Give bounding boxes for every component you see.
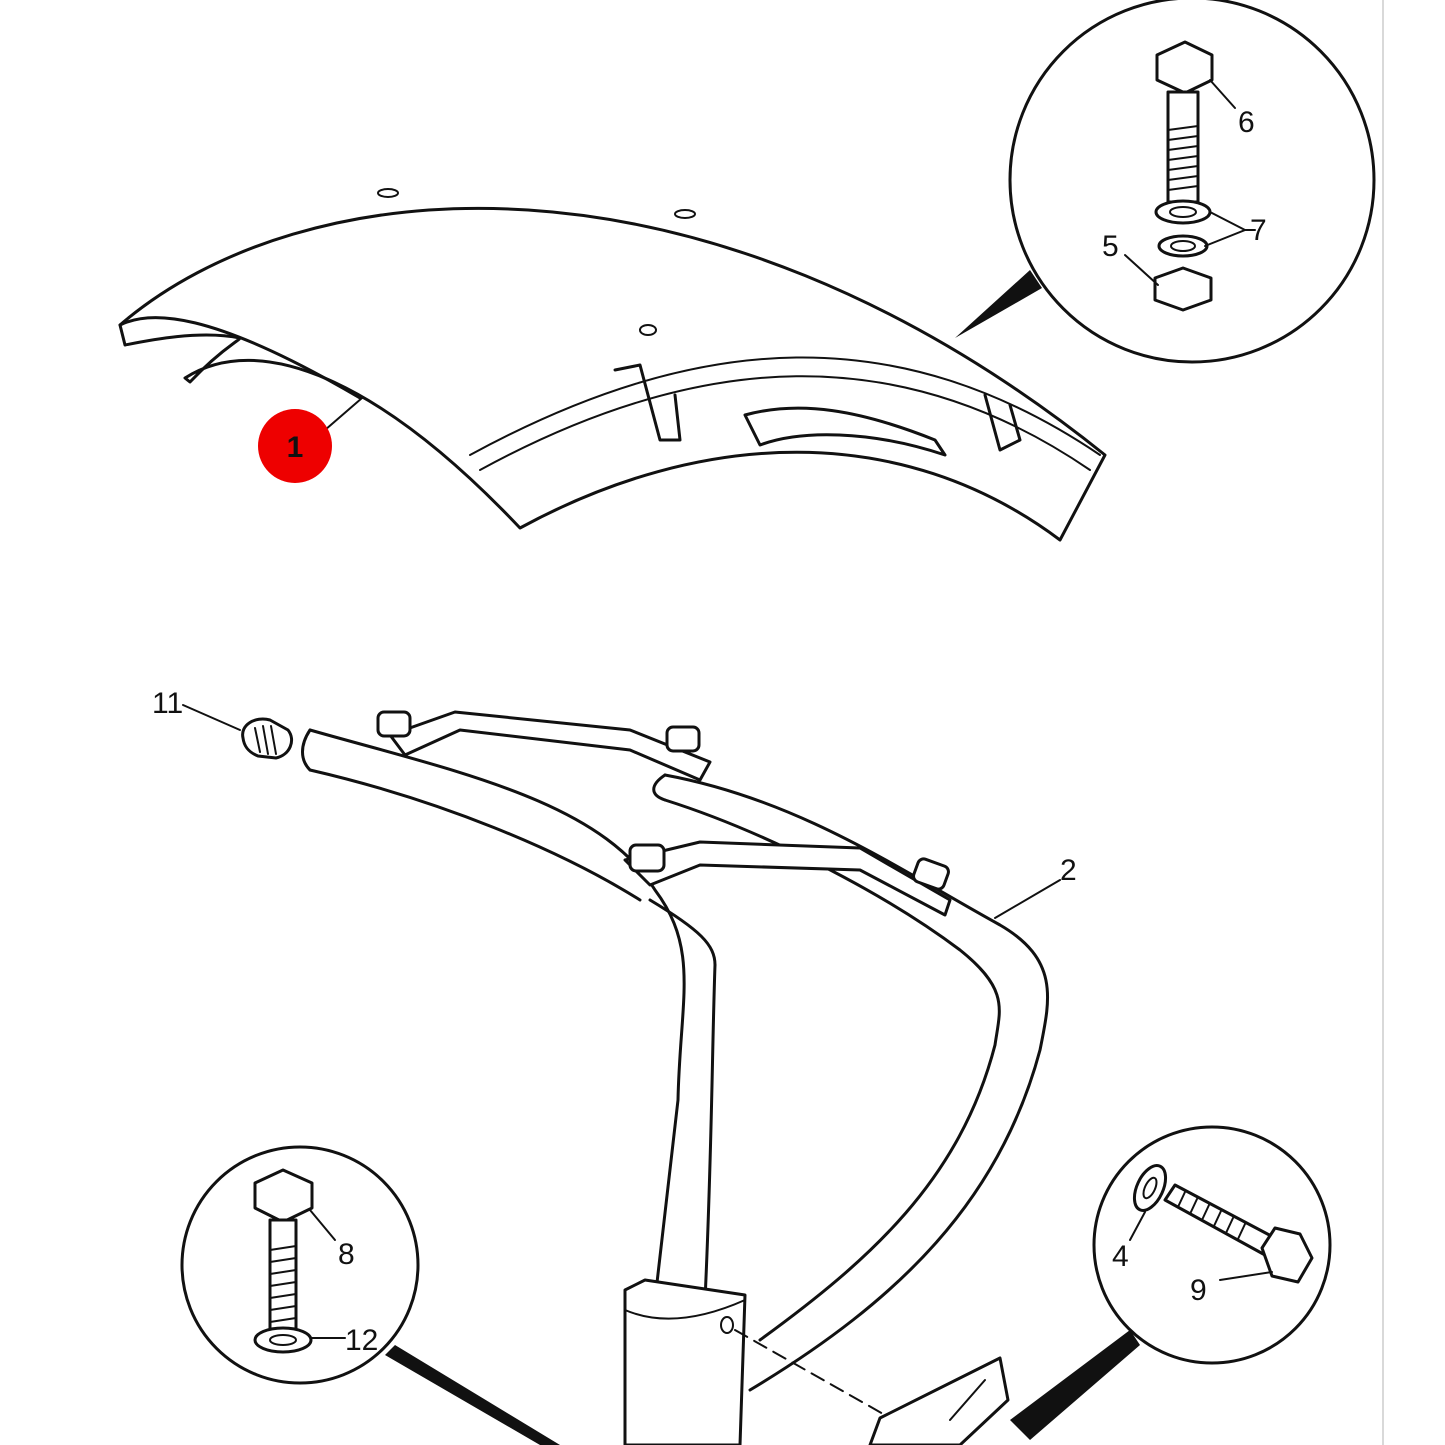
hex-nut-icon <box>1153 266 1213 312</box>
hex-bolt-head-icon <box>1260 1226 1314 1284</box>
callout-label-6: 6 <box>1238 106 1255 139</box>
callout-label-4: 4 <box>1112 1240 1129 1273</box>
callout-label-8: 8 <box>338 1238 355 1271</box>
page-edge-divider <box>1382 0 1384 1445</box>
spring-washer-icon <box>1157 234 1209 258</box>
hex-bolt-head-icon <box>1155 40 1214 95</box>
fender-stay-frame[interactable]: 2 <box>301 710 1077 1445</box>
flat-washer-icon <box>1132 1164 1168 1212</box>
callout-label-12: 12 <box>345 1324 378 1357</box>
plug-part[interactable]: 11 <box>152 687 293 760</box>
callout-label-5: 5 <box>1102 230 1119 263</box>
callout-badge-1[interactable]: 1 <box>258 409 332 483</box>
inset-detail-bottom-right: 4 9 <box>1010 1125 1332 1440</box>
fender-part[interactable] <box>118 188 1107 542</box>
inset-detail-top: 6 7 5 <box>955 0 1376 364</box>
callout-label-1: 1 <box>287 431 304 464</box>
hex-bolt-head-icon <box>253 1168 314 1224</box>
callout-label-9: 9 <box>1190 1274 1207 1307</box>
callout-label-11: 11 <box>152 687 183 720</box>
callout-label-2: 2 <box>1060 854 1077 887</box>
callout-label-7: 7 <box>1250 214 1267 247</box>
inset-detail-bottom-left: 8 12 <box>180 1145 560 1445</box>
flat-washer-icon <box>1154 199 1212 225</box>
leader-line-1 <box>324 397 363 431</box>
flat-washer-icon <box>253 1326 313 1354</box>
